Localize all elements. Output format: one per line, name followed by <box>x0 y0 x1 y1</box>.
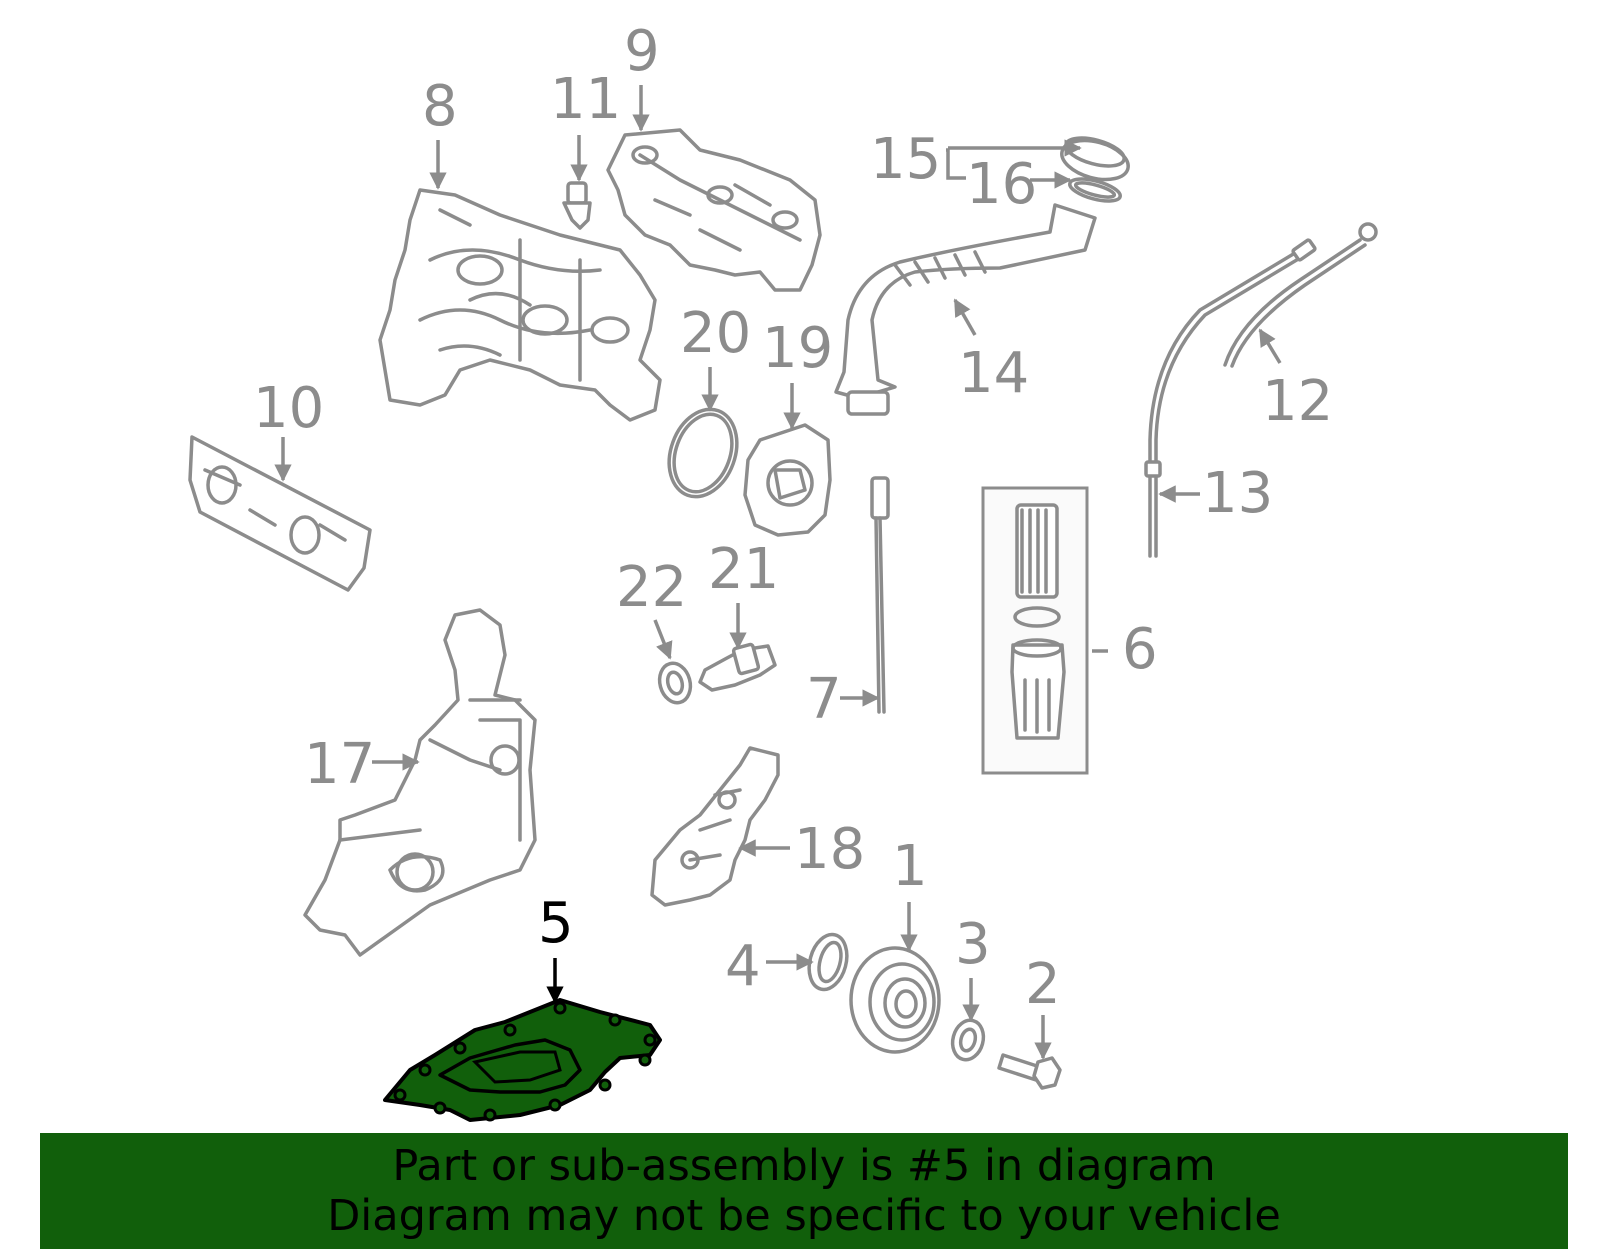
part-12-tube[interactable] <box>1223 222 1378 368</box>
part-13-dipstick[interactable] <box>1144 238 1317 558</box>
info-banner: Part or sub-assembly is #5 in diagram Di… <box>40 1133 1568 1249</box>
callout-22: 22 <box>616 555 687 620</box>
banner-line-1: Part or sub-assembly is #5 in diagram <box>392 1141 1216 1191</box>
part-18-bracket[interactable] <box>650 746 780 907</box>
callout-2: 2 <box>1025 952 1061 1017</box>
callout-21: 21 <box>708 537 779 602</box>
banner-line-2: Diagram may not be specific to your vehi… <box>327 1191 1281 1241</box>
callout-3: 3 <box>955 912 991 977</box>
part-2-bolt[interactable] <box>997 1053 1062 1090</box>
part-17-pump-housing[interactable] <box>303 608 537 957</box>
part-4-seal[interactable] <box>803 930 852 993</box>
leader-lines <box>274 85 1282 1060</box>
part-11-sensor[interactable] <box>562 181 592 230</box>
callout-labels: 8 9 11 10 20 19 15 16 14 12 13 6 7 21 22… <box>253 19 1333 1017</box>
part-9-cam-cover[interactable] <box>606 128 822 292</box>
part-10-cover-plate[interactable] <box>188 435 372 592</box>
callout-11: 11 <box>550 67 621 132</box>
callout-13: 13 <box>1202 461 1273 526</box>
callout-8: 8 <box>422 74 458 139</box>
part-15-cap[interactable] <box>1057 133 1132 187</box>
callout-10: 10 <box>253 376 324 441</box>
callout-5: 5 <box>538 891 574 956</box>
part-21-sensor[interactable] <box>698 642 777 692</box>
part-20-o-ring[interactable] <box>658 400 749 506</box>
callout-7: 7 <box>806 667 842 732</box>
part-6-filter-box[interactable] <box>981 486 1089 775</box>
part-8-timing-cover[interactable] <box>378 188 662 422</box>
callout-16: 16 <box>966 152 1037 217</box>
callout-18: 18 <box>794 817 865 882</box>
part-14-filler-tube[interactable] <box>834 203 1097 416</box>
callout-6: 6 <box>1122 617 1158 682</box>
part-19-pump-cover[interactable] <box>743 423 832 537</box>
callout-12: 12 <box>1262 369 1333 434</box>
callout-15: 15 <box>870 127 941 192</box>
part-7-level-sensor[interactable] <box>870 476 890 714</box>
part-3-washer[interactable] <box>948 1017 987 1063</box>
callout-9: 9 <box>624 19 660 84</box>
callout-4: 4 <box>725 934 761 999</box>
callout-17: 17 <box>304 732 375 797</box>
callout-20: 20 <box>680 301 751 366</box>
part-22-washer[interactable] <box>655 660 694 706</box>
callout-19: 19 <box>762 316 833 381</box>
part-5-oil-pan-gasket[interactable] <box>383 998 662 1122</box>
part-1-pulley[interactable] <box>849 946 941 1054</box>
callout-1: 1 <box>892 834 928 899</box>
callout-14: 14 <box>958 341 1029 406</box>
